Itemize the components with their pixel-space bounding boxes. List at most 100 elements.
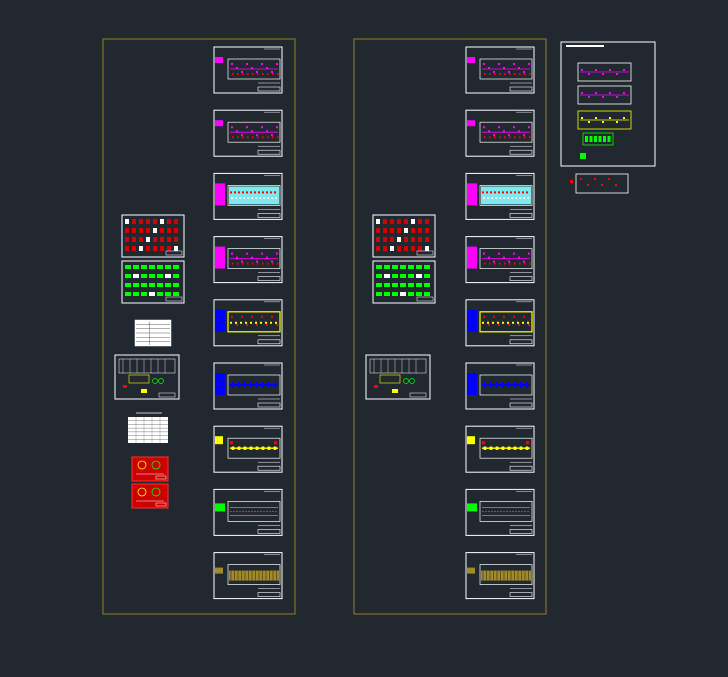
green-detail-sheet[interactable] xyxy=(121,260,185,304)
mark xyxy=(493,315,495,318)
drawing-sheet-blue[interactable] xyxy=(213,362,283,410)
mark xyxy=(274,382,276,388)
mark xyxy=(507,321,509,324)
drawing-sheet-magenta-b[interactable] xyxy=(213,109,283,157)
mark xyxy=(392,389,398,393)
mark xyxy=(261,126,263,129)
sheet-frame xyxy=(465,299,535,347)
mark xyxy=(254,191,256,194)
mark xyxy=(482,441,485,445)
red-detail-sheet[interactable] xyxy=(372,214,436,258)
mark xyxy=(173,265,179,269)
mark xyxy=(141,389,147,393)
mark xyxy=(149,265,155,269)
mark xyxy=(242,262,244,265)
red-section-sheet[interactable] xyxy=(131,456,169,482)
drawing-sheet-yellow[interactable] xyxy=(213,425,283,473)
sheet-frame xyxy=(121,214,185,258)
drawing-sheet-magenta-c[interactable] xyxy=(465,236,535,284)
sheet-frame xyxy=(465,362,535,410)
green-detail-sheet[interactable] xyxy=(372,260,436,304)
mark xyxy=(528,63,530,65)
mark xyxy=(256,134,258,137)
mark xyxy=(506,191,508,194)
detached-small-sheet[interactable] xyxy=(570,173,629,194)
mark xyxy=(266,191,268,194)
drawing-sheet-magenta-b[interactable] xyxy=(465,109,535,157)
schematic-sheet[interactable] xyxy=(114,354,180,400)
title-block xyxy=(509,339,533,345)
mark xyxy=(376,283,382,287)
mark xyxy=(251,256,253,259)
mark xyxy=(594,136,597,142)
table-sheet[interactable] xyxy=(134,319,172,347)
mark xyxy=(489,446,493,451)
yellow-border xyxy=(479,311,533,333)
mark xyxy=(232,382,234,388)
mark xyxy=(241,315,243,318)
drawing-sheet-magenta-a[interactable] xyxy=(213,46,283,94)
mark xyxy=(588,73,590,75)
drawing-sheet-magenta-a[interactable] xyxy=(465,46,535,94)
inner-frame xyxy=(227,501,281,522)
drawing-sheet-magenta-c[interactable] xyxy=(213,236,283,284)
mark xyxy=(425,228,429,233)
mark xyxy=(495,446,499,451)
panel-frame xyxy=(560,41,656,167)
drawing-sheet-blue[interactable] xyxy=(465,362,535,410)
drawing-sheet-cyan[interactable] xyxy=(213,172,283,220)
yellow-ring xyxy=(137,487,147,497)
mark xyxy=(513,446,517,451)
mark xyxy=(237,446,241,451)
drawing-sheet-olive[interactable] xyxy=(213,552,283,600)
mark xyxy=(274,191,276,194)
column-frame xyxy=(102,38,296,615)
sheet-frame xyxy=(372,260,436,304)
mark xyxy=(123,385,127,388)
drawing-sheet-yellow[interactable] xyxy=(465,425,535,473)
mark xyxy=(493,71,495,73)
green-ring xyxy=(151,487,161,497)
mark xyxy=(514,73,516,75)
mark xyxy=(251,315,253,318)
mark xyxy=(230,321,232,324)
detached-panel[interactable] xyxy=(560,41,656,167)
mark xyxy=(141,292,147,296)
mark xyxy=(484,262,486,265)
table-sheet-wide[interactable] xyxy=(128,412,168,443)
mark xyxy=(376,237,380,242)
red-section-sheet[interactable] xyxy=(131,483,169,509)
mark xyxy=(231,252,233,255)
mark xyxy=(153,246,157,251)
mark xyxy=(251,67,253,69)
drawing-sheet-blue-yellow[interactable] xyxy=(465,299,535,347)
drawing-sheet-blue-yellow[interactable] xyxy=(213,299,283,347)
drawing-sheet-green[interactable] xyxy=(465,488,535,536)
mark xyxy=(374,385,378,388)
mark xyxy=(492,321,494,324)
inner-frame xyxy=(227,374,281,396)
mark xyxy=(615,184,617,186)
mark xyxy=(483,446,487,451)
mark xyxy=(125,274,131,278)
mark xyxy=(125,292,131,296)
drawing-sheet-olive[interactable] xyxy=(465,552,535,600)
red-detail-sheet[interactable] xyxy=(121,214,185,258)
mark xyxy=(157,283,163,287)
mark xyxy=(132,246,136,251)
mark xyxy=(139,219,143,224)
mark xyxy=(273,446,277,451)
inner-frame xyxy=(227,564,281,585)
mark xyxy=(416,265,422,269)
mark xyxy=(520,382,522,388)
mark xyxy=(149,274,155,278)
mark xyxy=(153,237,157,242)
mark xyxy=(499,136,501,139)
mark xyxy=(268,382,270,388)
drawing-sheet-cyan[interactable] xyxy=(465,172,535,220)
mark xyxy=(526,441,529,445)
drawing-sheet-green[interactable] xyxy=(213,488,283,536)
schematic-sheet[interactable] xyxy=(365,354,431,400)
mark xyxy=(261,252,263,255)
